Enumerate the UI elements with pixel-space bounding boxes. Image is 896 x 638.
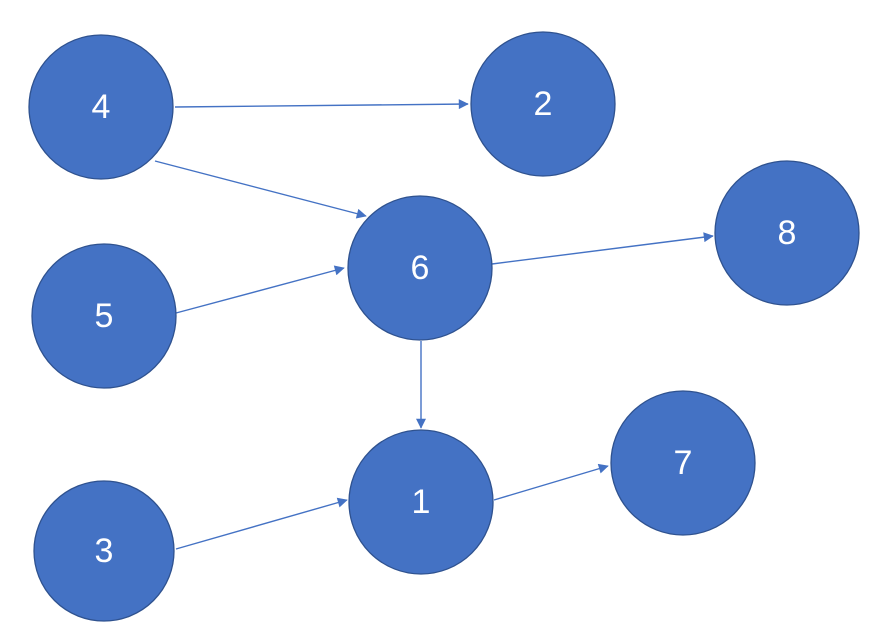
nodes-layer: 4 28 6 5 71 3 — [28, 31, 860, 622]
node-circle-4[interactable] — [28, 34, 174, 180]
node-circle-3[interactable] — [33, 480, 175, 622]
node-3[interactable]: 3 — [33, 480, 175, 622]
node-1[interactable]: 1 — [348, 429, 494, 575]
node-2[interactable]: 2 — [470, 31, 616, 177]
node-7[interactable]: 7 — [610, 390, 756, 536]
node-circle-5[interactable] — [31, 243, 177, 389]
node-circle-7[interactable] — [610, 390, 756, 536]
node-5[interactable]: 5 — [31, 243, 177, 389]
node-circle-1[interactable] — [348, 429, 494, 575]
edge-6-to-8[interactable] — [491, 232, 714, 265]
edge-4-to-6[interactable] — [154, 160, 367, 219]
edge-1-to-7[interactable] — [493, 463, 609, 501]
node-8[interactable]: 8 — [714, 160, 860, 306]
edge-5-to-6[interactable] — [175, 265, 345, 314]
node-circle-6[interactable] — [347, 195, 493, 341]
edges-layer — [154, 99, 714, 550]
node-circle-8[interactable] — [714, 160, 860, 306]
node-circle-2[interactable] — [470, 31, 616, 177]
edge-3-to-1[interactable] — [175, 497, 348, 550]
node-6[interactable]: 6 — [347, 195, 493, 341]
node-4[interactable]: 4 — [28, 34, 174, 180]
edge-4-to-2[interactable] — [174, 99, 469, 110]
